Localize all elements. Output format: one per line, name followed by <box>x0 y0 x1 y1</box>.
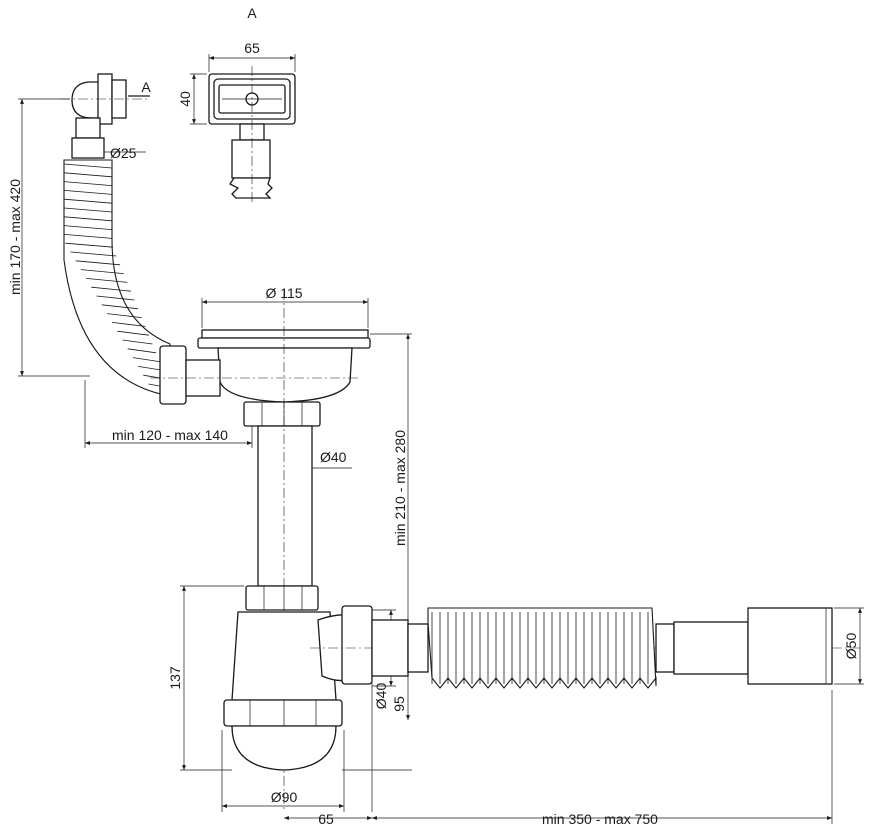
overflow-assembly: A Ø25 min 170 - max 420 min 120 - max 14… <box>7 73 253 448</box>
dim-d40-outlet: Ø40 <box>373 683 389 710</box>
dim-overflow-height: min 170 - max 420 <box>7 179 23 295</box>
dim-offset-65: 65 <box>318 811 334 827</box>
dim-trap-height: 137 <box>167 666 183 690</box>
dim-d25: Ø25 <box>110 145 137 161</box>
dim-width-65: 65 <box>244 40 260 56</box>
outlet-hose: Ø50 65 min 350 - max 750 <box>284 607 864 827</box>
dim-d50: Ø50 <box>843 633 859 660</box>
vertical-pipe: Ø40 min 210 - max 280 <box>257 290 412 812</box>
dim-outlet-length: min 350 - max 750 <box>542 811 658 827</box>
dim-outlet-height: 95 <box>391 696 407 712</box>
dim-bowl-height: min 210 - max 280 <box>392 430 408 546</box>
dim-d40-pipe: Ø40 <box>320 449 347 465</box>
view-a-marker: A <box>141 79 151 95</box>
dim-d90: Ø90 <box>271 789 298 805</box>
dim-height-40: 40 <box>177 91 193 107</box>
bottle-trap: 137 Ø90 Ø40 95 <box>167 585 860 812</box>
dim-overflow-offset: min 120 - max 140 <box>112 427 228 443</box>
view-a-overflow-cover: A 65 40 <box>177 5 296 205</box>
view-a-title: A <box>247 5 257 21</box>
strainer-bowl: Ø 115 <box>150 285 371 427</box>
